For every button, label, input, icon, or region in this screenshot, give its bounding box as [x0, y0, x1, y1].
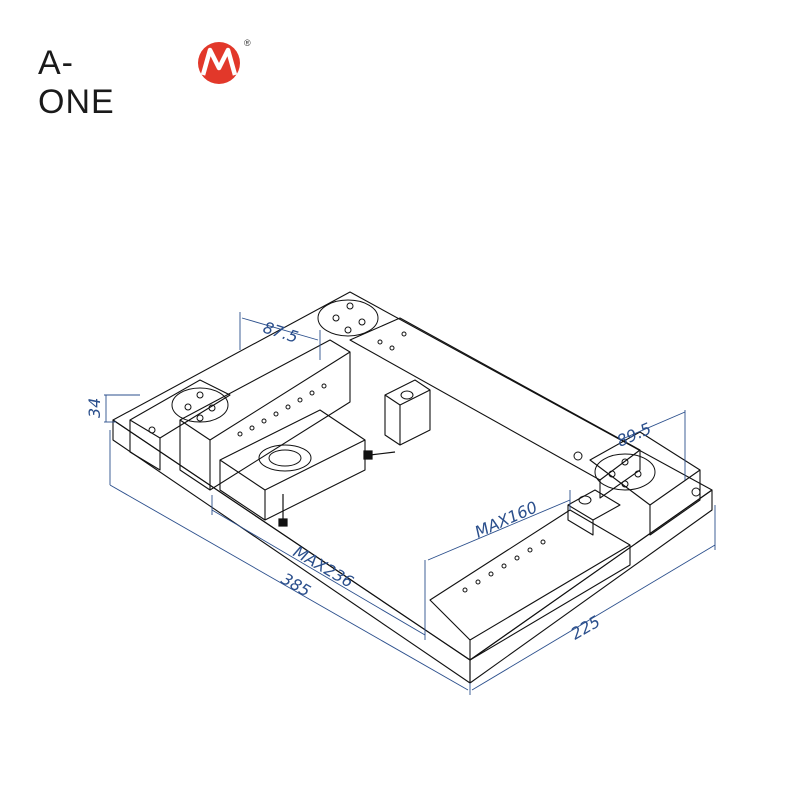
right-rail — [349, 317, 641, 481]
dimension-height: 34 — [85, 398, 104, 418]
dimension-pitch-right: 89.5 — [614, 419, 654, 451]
pusher-block — [567, 489, 621, 521]
right-clamp-bar — [429, 509, 631, 641]
brand-mark-icon — [198, 42, 240, 84]
base-plate-front-right — [469, 489, 713, 684]
brand-name: A-ONE — [38, 44, 115, 121]
dimension-lines — [104, 312, 716, 695]
registered-mark: ® — [244, 38, 251, 48]
base-plate-top — [112, 291, 713, 661]
vise-block — [219, 409, 366, 491]
fixture-body — [112, 291, 713, 684]
dimension-max-width: MAX160 — [472, 497, 540, 541]
post-block — [384, 379, 431, 406]
base-plate-front-left — [112, 419, 471, 684]
fixture-holes — [148, 299, 701, 593]
screw — [278, 450, 396, 527]
dimension-width: 225 — [568, 612, 604, 644]
left-rail — [179, 339, 351, 441]
